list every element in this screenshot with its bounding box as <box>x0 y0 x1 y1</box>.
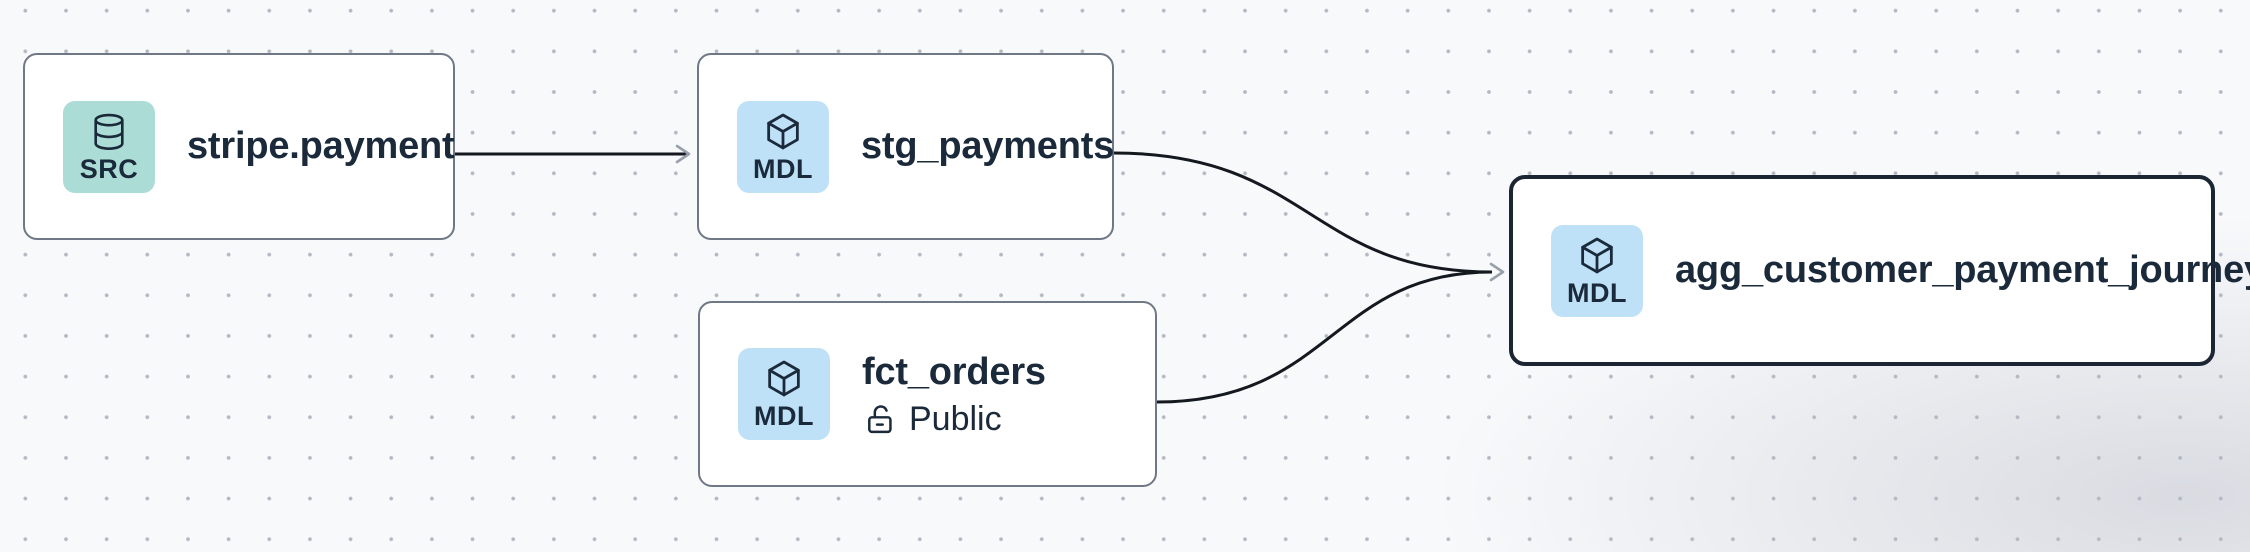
node-stg-payments[interactable]: MDL stg_payments <box>697 53 1114 240</box>
node-fct-orders[interactable]: MDL fct_orders Public <box>698 301 1157 487</box>
node-stripe-payment[interactable]: SRC stripe.payment <box>23 53 455 240</box>
mdl-badge: MDL <box>738 348 830 440</box>
cube-icon <box>768 360 800 397</box>
access-label: Public <box>909 400 1002 439</box>
edge-stg-payments-to-agg <box>1113 151 1493 274</box>
badge-label: MDL <box>753 153 813 184</box>
src-badge: SRC <box>63 100 155 193</box>
node-title: stripe.payment <box>187 124 455 167</box>
edge-fct-orders-to-agg <box>1156 270 1493 404</box>
arrowhead-into-agg <box>1489 262 1505 282</box>
cube-icon <box>1581 237 1613 273</box>
mdl-badge: MDL <box>737 100 829 193</box>
database-icon <box>94 113 124 150</box>
node-agg-customer-payment-journey[interactable]: MDL agg_customer_payment_journey <box>1509 175 2250 366</box>
unlock-icon <box>868 405 892 434</box>
cube-icon <box>767 113 799 149</box>
node-title: stg_payments <box>861 124 1115 167</box>
badge-label: SRC <box>79 153 139 184</box>
badge-label: MDL <box>754 401 814 431</box>
badge-label: MDL <box>1567 277 1627 308</box>
arrowhead-into-stg-payments <box>675 144 691 164</box>
mdl-badge: MDL <box>1551 224 1643 317</box>
node-title: agg_customer_payment_journey <box>1675 248 2250 291</box>
node-title: fct_orders <box>862 350 1046 393</box>
node-access-row: Public <box>862 400 1046 439</box>
